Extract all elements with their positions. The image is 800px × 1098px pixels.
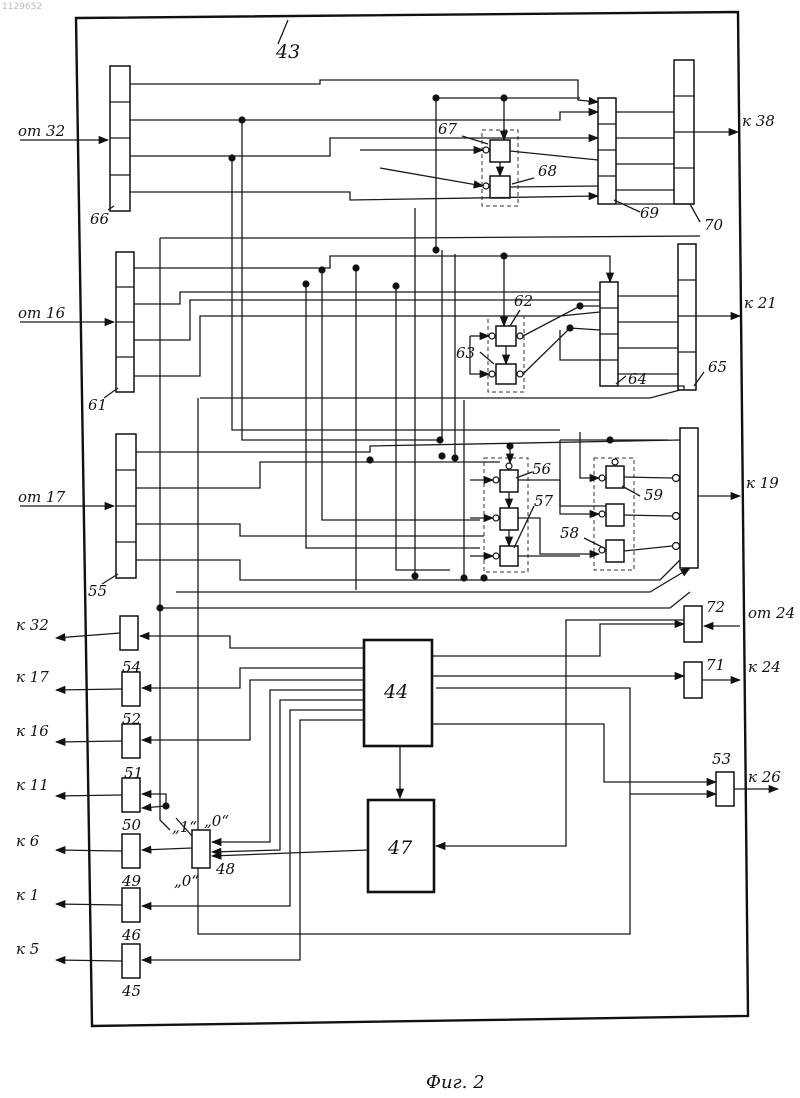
block-output-19	[680, 428, 698, 568]
label-65: 65	[708, 358, 727, 376]
figure-caption: Фиг. 2	[426, 1072, 485, 1093]
block-50	[122, 778, 140, 812]
flipflop-63	[496, 364, 516, 384]
input-label-24: от 24	[748, 604, 795, 622]
label-57: 57	[534, 492, 554, 510]
label-quote-1: „1“	[172, 818, 197, 836]
flipflop-59	[606, 466, 624, 488]
label-52: 52	[122, 710, 141, 728]
flipflop-58	[606, 540, 624, 562]
label-45: 45	[121, 982, 141, 1000]
label-51: 51	[124, 764, 143, 782]
block-71	[684, 662, 702, 698]
block-65	[678, 244, 696, 390]
flipflop-62	[496, 326, 516, 346]
flipflop-67	[490, 140, 510, 162]
label-71: 71	[706, 656, 725, 674]
input-label-17: от 17	[18, 488, 66, 506]
block-51	[122, 724, 140, 758]
flipflop-59-b	[606, 504, 624, 526]
label-quote-0-bottom: „0“	[174, 872, 199, 890]
block-52	[122, 672, 140, 706]
output-label-1: к 1	[16, 886, 39, 904]
output-label-32: к 32	[16, 616, 49, 634]
output-label-5: к 5	[16, 940, 39, 958]
block-45	[122, 944, 140, 978]
flipflop-56	[500, 470, 518, 492]
output-label-6: к 6	[16, 832, 40, 850]
input-arrows	[20, 140, 114, 506]
output-label-11: к 11	[16, 776, 49, 794]
output-label-38: к 38	[742, 112, 775, 130]
output-label-17: к 17	[16, 668, 49, 686]
label-quote-0-top: „0“	[204, 812, 229, 830]
label-70: 70	[704, 216, 724, 234]
block-69	[598, 98, 616, 204]
label-59: 59	[644, 486, 664, 504]
label-46: 46	[121, 926, 142, 944]
output-label-19: к 19	[746, 474, 779, 492]
block-54	[120, 616, 138, 650]
label-63: 63	[456, 344, 475, 362]
label-68: 68	[538, 162, 557, 180]
input-label-32: от 32	[18, 122, 65, 140]
label-56: 56	[532, 460, 552, 478]
output-label-24: к 24	[748, 658, 781, 676]
group-bottom	[56, 606, 778, 978]
block-46	[122, 888, 140, 922]
label-44: 44	[383, 681, 408, 703]
label-53: 53	[712, 750, 731, 768]
block-72	[684, 606, 702, 642]
label-61: 61	[88, 396, 107, 414]
output-label-21: к 21	[744, 294, 777, 312]
flipflop-57-a	[500, 508, 518, 530]
label-58: 58	[560, 524, 579, 542]
label-69: 69	[640, 204, 660, 222]
label-49: 49	[121, 872, 142, 890]
output-label-26: к 26	[748, 768, 781, 786]
label-47: 47	[387, 837, 413, 859]
label-66: 66	[90, 210, 110, 228]
label-54: 54	[122, 658, 141, 676]
label-62: 62	[514, 292, 533, 310]
source-number: 1129652	[2, 2, 42, 12]
label-55: 55	[88, 582, 107, 600]
label-67: 67	[438, 120, 458, 138]
output-label-16: к 16	[16, 722, 49, 740]
block-49	[122, 834, 140, 868]
input-label-16: от 16	[18, 304, 66, 322]
label-50: 50	[122, 816, 142, 834]
flipflop-68	[490, 176, 510, 198]
label-43: 43	[275, 41, 300, 63]
block-53	[716, 772, 734, 806]
group-lower	[116, 428, 740, 592]
label-48: 48	[215, 860, 235, 878]
flipflop-57	[500, 546, 518, 566]
label-64: 64	[628, 370, 647, 388]
label-72: 72	[706, 598, 725, 616]
